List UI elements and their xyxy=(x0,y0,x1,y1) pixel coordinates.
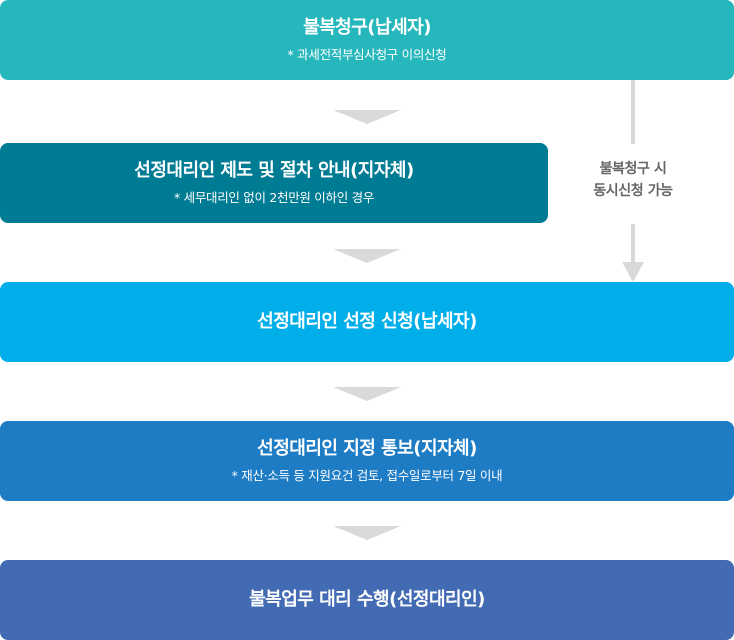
step-4-title: 선정대리인 지정 통보(지자체) xyxy=(257,438,477,459)
side-note: 불복청구 시 동시신청 가능 xyxy=(568,158,698,202)
step-4-box: 선정대리인 지정 통보(지자체) * 재산·소득 등 지원요건 검토, 접수일로… xyxy=(0,421,734,501)
side-connector-line xyxy=(631,80,635,144)
side-arrow-down-icon xyxy=(622,262,644,282)
arrow-down-icon xyxy=(333,110,401,124)
step-2-title: 선정대리인 제도 및 절차 안내(지자체) xyxy=(134,160,414,181)
side-note-line-2: 동시신청 가능 xyxy=(593,183,673,199)
step-1-box: 불복청구(납세자) * 과세전적부심사청구 이의신청 xyxy=(0,0,734,80)
side-note-line-1: 불복청구 시 xyxy=(599,161,667,177)
step-1-note: * 과세전적부심사청구 이의신청 xyxy=(287,47,447,62)
arrow-down-icon xyxy=(333,249,401,263)
step-2-box: 선정대리인 제도 및 절차 안내(지자체) * 세무대리인 없이 2천만원 이하… xyxy=(0,143,548,223)
arrow-down-icon xyxy=(333,526,401,540)
arrow-down-icon xyxy=(333,387,401,401)
step-3-title: 선정대리인 선정 신청(납세자) xyxy=(257,311,477,332)
step-1-title: 불복청구(납세자) xyxy=(303,17,431,38)
step-5-box: 불복업무 대리 수행(선정대리인) xyxy=(0,560,734,640)
step-3-box: 선정대리인 선정 신청(납세자) xyxy=(0,282,734,362)
side-connector-line-lower xyxy=(631,224,635,264)
step-4-note: * 재산·소득 등 지원요건 검토, 접수일로부터 7일 이내 xyxy=(231,468,503,483)
step-2-note: * 세무대리인 없이 2천만원 이하인 경우 xyxy=(174,190,374,205)
step-5-title: 불복업무 대리 수행(선정대리인) xyxy=(249,589,485,610)
